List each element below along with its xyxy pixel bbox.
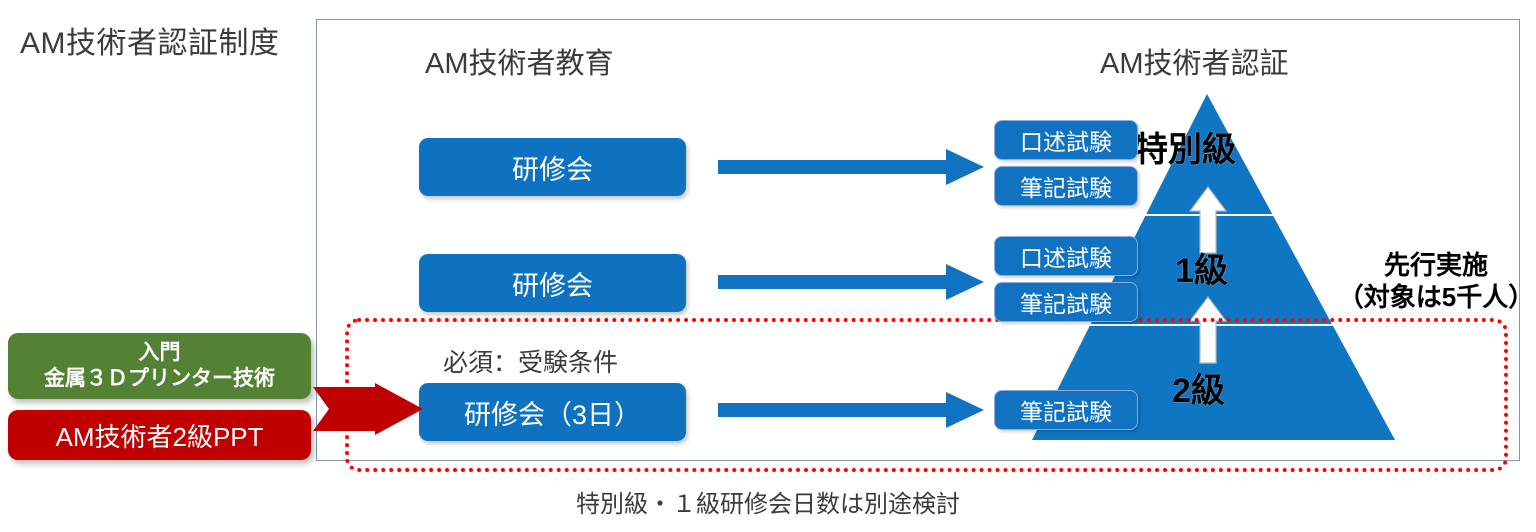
training-box-special[interactable]: 研修会 xyxy=(419,138,686,196)
prerequisite-label: 必須：受験条件 xyxy=(443,349,619,377)
footnote-text: 特別級・１級研修会日数は別途検討 xyxy=(576,491,960,518)
certification-column-heading: AM技術者認証 xyxy=(1100,48,1289,80)
exam-box-special-oral[interactable]: 口述試験 xyxy=(994,120,1138,160)
right-arrow-icon xyxy=(718,149,984,185)
pyramid-body xyxy=(1032,94,1395,440)
page-title: AM技術者認証制度 xyxy=(20,27,280,60)
up-arrow-icon xyxy=(1188,186,1228,254)
flow-arrow-rank2 xyxy=(718,390,986,430)
callout-intro-line2: 金属３Ｄプリンター技術 xyxy=(44,367,275,390)
outer-frame xyxy=(316,19,1520,461)
prior-implementation-note-line2: （対象は5千人） xyxy=(1337,281,1535,312)
exam-box-special-written[interactable]: 筆記試験 xyxy=(994,166,1138,206)
training-box-rank1[interactable]: 研修会 xyxy=(419,254,686,312)
pyramid-level-special: 特別級 xyxy=(1134,131,1236,169)
education-column-heading: AM技術者教育 xyxy=(425,48,614,80)
promotion-arrow-rank1-to-special xyxy=(1188,185,1228,255)
prior-implementation-note-line1: 先行実施 xyxy=(1383,250,1488,280)
right-arrow-icon xyxy=(313,383,423,435)
flow-arrow-rank1 xyxy=(718,262,986,302)
pyramid-level-rank2: 2級 xyxy=(1172,372,1225,410)
callout-ppt-material[interactable]: AM技術者2級PPT xyxy=(8,410,311,460)
right-arrow-icon xyxy=(718,392,984,428)
exam-box-rank2-written[interactable]: 筆記試験 xyxy=(994,390,1138,430)
right-arrow-icon xyxy=(718,264,984,300)
callout-intro-line1: 入門 xyxy=(138,340,181,364)
flow-arrow-special xyxy=(718,147,986,187)
entry-flow-arrow xyxy=(313,383,425,435)
callout-intro-course[interactable]: 入門 金属３Ｄプリンター技術 xyxy=(8,333,311,399)
pyramid-level-rank1: 1級 xyxy=(1175,252,1228,290)
training-box-rank2[interactable]: 研修会（3日） xyxy=(419,383,686,441)
prior-implementation-note: 先行実施 （対象は5千人） xyxy=(1336,250,1536,313)
exam-box-rank1-written[interactable]: 筆記試験 xyxy=(994,282,1138,322)
exam-box-rank1-oral[interactable]: 口述試験 xyxy=(994,236,1138,276)
